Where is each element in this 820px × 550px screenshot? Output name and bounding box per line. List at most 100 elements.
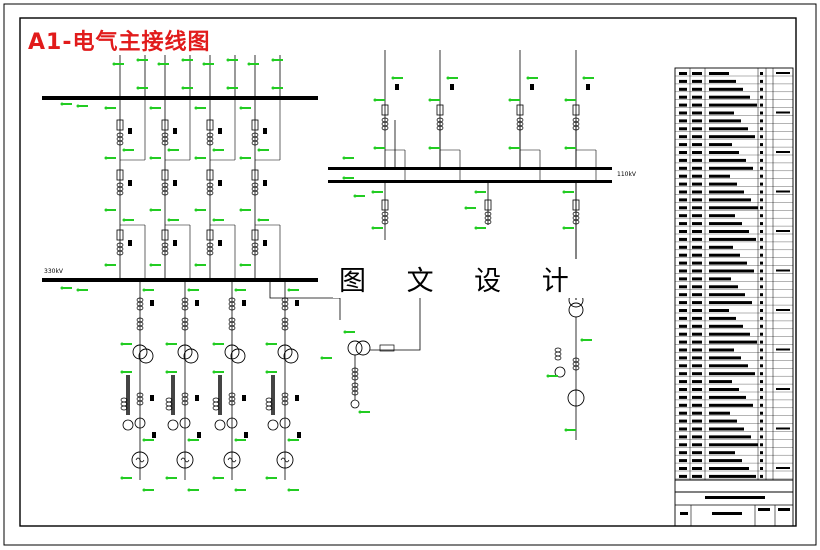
green-node	[265, 370, 269, 374]
title-block-cell	[692, 285, 702, 289]
bus-duct	[218, 375, 222, 415]
green-node	[122, 148, 126, 152]
green-node	[194, 208, 198, 212]
green-node	[508, 146, 512, 150]
breaker-symbol	[161, 119, 169, 131]
title-block-cell	[692, 95, 702, 99]
relay-block	[295, 300, 299, 306]
title-block-cell	[679, 388, 687, 391]
title-block-cell	[709, 411, 730, 415]
breaker-symbol	[251, 169, 259, 181]
title-block-cell	[709, 206, 758, 210]
title-block-cell	[709, 79, 736, 83]
relay-block	[297, 432, 301, 438]
title-block-cell	[709, 293, 745, 297]
green-node	[265, 342, 269, 346]
bus-duct	[171, 375, 175, 415]
title-block-cell	[679, 395, 687, 399]
generator-wave	[280, 457, 290, 463]
green-node	[287, 288, 291, 292]
title-block-cell	[692, 206, 702, 210]
title-block-cell	[709, 309, 729, 312]
title-block-cell	[692, 87, 702, 91]
title-block-cell	[709, 103, 757, 107]
green-node	[582, 76, 586, 80]
breaker-symbol	[206, 229, 214, 241]
relay-block	[195, 395, 199, 401]
green-node	[234, 488, 238, 492]
green-node	[104, 208, 108, 212]
title-block-cell	[776, 388, 790, 390]
tie-connections	[269, 120, 577, 351]
aux-transformer	[226, 417, 238, 429]
title-block-cell	[692, 348, 702, 352]
title-block-cell	[709, 214, 735, 218]
green-node	[149, 106, 153, 110]
title-block-cell	[679, 269, 687, 273]
title-block-cell	[709, 87, 743, 91]
green-node	[112, 62, 116, 66]
title-block-cell	[679, 253, 687, 257]
title-block-cell	[709, 332, 750, 336]
ct-symbol	[554, 347, 562, 353]
title-block-cell	[692, 324, 702, 328]
gen-unit-4	[265, 282, 301, 492]
title-block-cell	[705, 496, 765, 499]
green-node	[149, 263, 153, 267]
aux-transformer	[267, 419, 279, 431]
relay-block	[530, 84, 534, 90]
green-node	[428, 98, 432, 102]
title-block-cell	[709, 285, 738, 289]
green-node	[212, 476, 216, 480]
green-node	[165, 476, 169, 480]
title-block-cell	[760, 388, 763, 391]
title-block-cell	[679, 72, 687, 75]
ct-symbol	[116, 190, 124, 196]
green-node	[181, 58, 185, 62]
title-block-cell	[692, 427, 702, 431]
ct-symbol	[120, 405, 128, 411]
ct-symbol	[554, 355, 562, 361]
green-node	[564, 428, 568, 432]
generator-wave	[135, 457, 145, 463]
green-node	[142, 488, 146, 492]
green-node	[226, 58, 230, 62]
ct-symbol	[212, 405, 220, 411]
green-node	[265, 476, 269, 480]
title-block-cell	[709, 174, 730, 178]
title-block-cell	[709, 372, 755, 376]
relay-block	[263, 240, 267, 246]
title-block-cell	[692, 277, 702, 281]
relay-block	[395, 84, 399, 90]
title-block-cell	[709, 324, 743, 328]
gen-unit-2	[165, 282, 201, 492]
title-block-cell	[760, 198, 763, 202]
breaker-symbol	[572, 199, 580, 211]
green-node	[76, 104, 80, 108]
green-node	[371, 226, 375, 230]
title-block-cell	[760, 206, 763, 210]
title-block-cell	[760, 143, 763, 147]
title-block-cell	[679, 158, 687, 162]
title-block-cell	[709, 119, 741, 123]
title-block-cell	[692, 316, 702, 320]
title-block-cell	[679, 301, 687, 305]
green-node	[546, 374, 550, 378]
title-block-cell	[679, 451, 687, 455]
green-node	[104, 156, 108, 160]
title-block-cell	[692, 451, 702, 455]
green-node	[358, 410, 362, 414]
title-block-cell	[709, 403, 753, 407]
title-block-cell	[776, 309, 790, 311]
title-block-cell	[709, 253, 740, 257]
green-node	[343, 330, 347, 334]
green-node	[247, 62, 251, 66]
ct-symbol	[161, 140, 169, 146]
title-block-cell	[692, 103, 702, 107]
green-node	[212, 148, 216, 152]
title-block-cell	[760, 411, 763, 415]
title-block-cell	[679, 237, 687, 241]
green-node	[76, 288, 80, 292]
transformer-winding	[138, 348, 154, 364]
title-block-cell	[709, 245, 733, 249]
